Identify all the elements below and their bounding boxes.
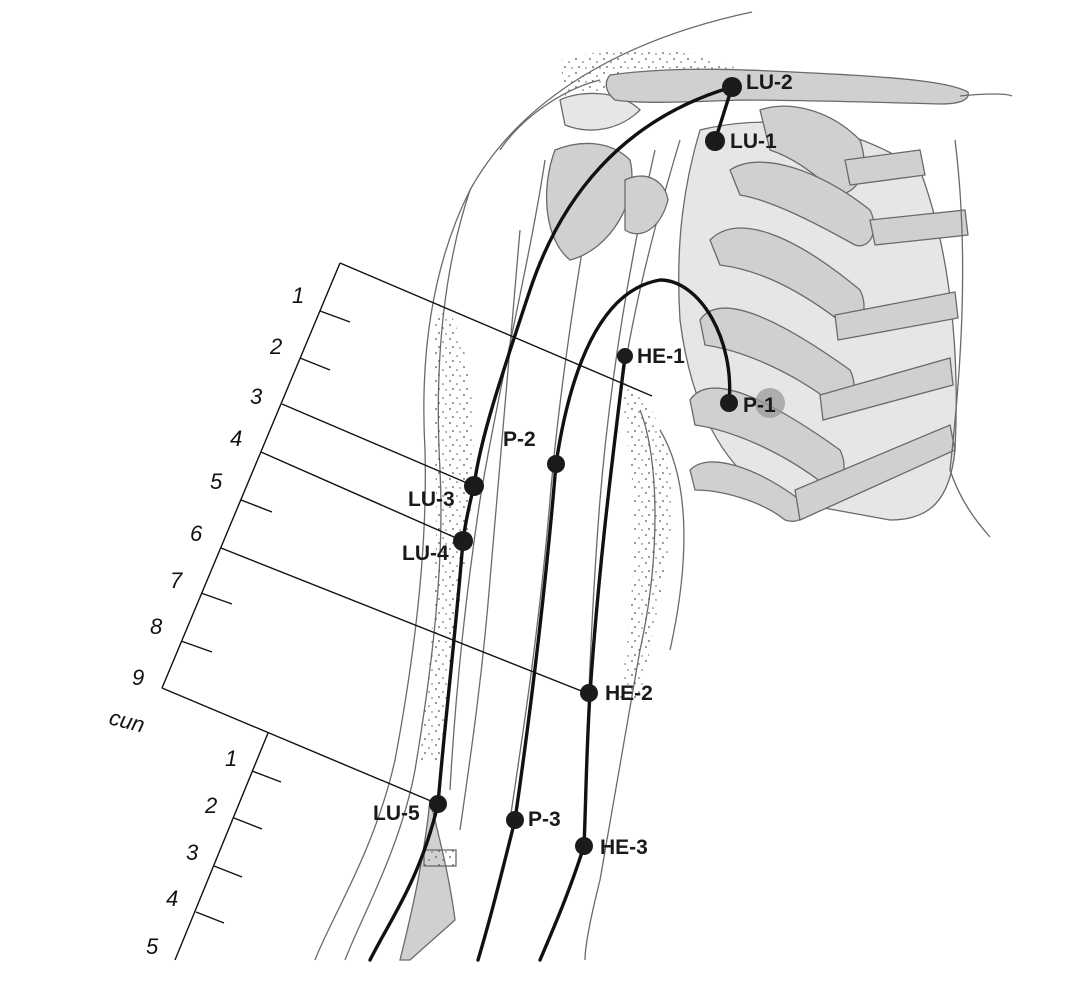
scapula-process xyxy=(559,92,641,131)
upper-scale-tick-7 xyxy=(200,592,233,605)
lower-scale-num-5: 5 xyxy=(146,934,159,959)
stipple-upperarm xyxy=(420,300,474,760)
upper-scale xyxy=(161,262,653,805)
lower-scale-tick-2 xyxy=(233,817,263,830)
label-p2: P-2 xyxy=(503,428,536,451)
clavicle xyxy=(605,68,969,105)
acupoints xyxy=(429,77,742,855)
cartilage-3 xyxy=(819,357,954,421)
point-p3 xyxy=(506,811,524,829)
coracoid xyxy=(624,175,669,235)
upper-scale-guide-3 xyxy=(281,403,475,487)
point-lu2 xyxy=(722,77,742,97)
arm-outline-inner-2 xyxy=(659,429,685,651)
lower-scale-tick-3 xyxy=(213,865,243,878)
upper-scale-bottom-line xyxy=(161,687,439,805)
upper-scale-tick-8 xyxy=(180,640,213,653)
upper-scale-num-7: 7 xyxy=(170,568,183,593)
torso-right-edge xyxy=(949,139,991,538)
shoulder-curve xyxy=(499,79,601,151)
stipple-inner xyxy=(620,380,673,700)
point-lu3 xyxy=(464,476,484,496)
label-he1: HE-1 xyxy=(637,345,685,368)
upper-scale-num-4: 4 xyxy=(230,426,242,451)
point-p1 xyxy=(720,394,738,412)
muscle-line-1 xyxy=(449,159,546,791)
arm-outline-outer xyxy=(314,11,753,961)
lower-scale-num-4: 4 xyxy=(166,886,178,911)
upper-scale-num-1: 1 xyxy=(292,283,304,308)
point-p2 xyxy=(547,455,565,473)
label-lu2: LU-2 xyxy=(746,71,793,94)
point-lu1 xyxy=(705,131,725,151)
upper-scale-guide-6 xyxy=(220,547,590,695)
upper-scale-unit: cun xyxy=(107,705,147,738)
label-p1: P-1 xyxy=(743,394,776,417)
cartilage-5 xyxy=(844,149,926,186)
upper-scale-guide-4 xyxy=(260,451,464,542)
upper-scale-num-8: 8 xyxy=(150,614,163,639)
humerus-head xyxy=(546,142,633,261)
point-he2 xyxy=(580,684,598,702)
upper-scale-tick-2 xyxy=(299,357,331,371)
muscle-line-5 xyxy=(459,229,521,831)
rib-2 xyxy=(729,161,875,247)
anatomy xyxy=(314,11,1013,961)
point-he3 xyxy=(575,837,593,855)
label-lu1: LU-1 xyxy=(730,130,777,153)
forearm-bone-joint xyxy=(423,849,457,867)
lung-meridian xyxy=(368,85,734,962)
cartilage-4 xyxy=(794,424,956,521)
label-p3: P-3 xyxy=(528,808,561,831)
upper-scale-top-line xyxy=(339,262,653,397)
label-he2: HE-2 xyxy=(605,682,653,705)
torso-outline xyxy=(959,93,1013,97)
cartilage-2 xyxy=(834,291,959,341)
upper-scale-num-6: 6 xyxy=(190,521,203,546)
lower-scale-numbers: 1 2 3 4 5 xyxy=(146,746,237,959)
upper-scale-tick-1 xyxy=(319,310,351,323)
cartilage-1 xyxy=(869,209,969,246)
upper-scale-numbers: 1 2 3 4 5 6 7 8 9 cun xyxy=(107,283,304,737)
upper-scale-tick-5 xyxy=(240,499,273,513)
lower-scale-num-2: 2 xyxy=(204,793,217,818)
point-he1 xyxy=(617,348,633,364)
upper-scale-num-2: 2 xyxy=(269,334,282,359)
label-lu4: LU-4 xyxy=(402,542,449,565)
lower-scale-tick-4 xyxy=(195,911,225,924)
point-labels: LU-2 LU-1 HE-1 P-1 P-2 LU-3 LU-4 HE-2 LU… xyxy=(373,71,793,859)
label-he3: HE-3 xyxy=(600,836,648,859)
lower-scale xyxy=(174,732,282,961)
upper-scale-axis xyxy=(161,262,341,689)
lower-scale-num-3: 3 xyxy=(186,840,199,865)
p1-highlight xyxy=(755,388,785,418)
lower-scale-num-1: 1 xyxy=(225,746,237,771)
label-lu5: LU-5 xyxy=(373,802,420,825)
upper-scale-num-3: 3 xyxy=(250,384,263,409)
point-lu4 xyxy=(453,531,473,551)
upper-scale-num-5: 5 xyxy=(210,469,223,494)
point-lu5 xyxy=(429,795,447,813)
label-lu3: LU-3 xyxy=(408,488,455,511)
upper-scale-num-9: 9 xyxy=(132,665,144,690)
heart-meridian xyxy=(538,354,627,962)
lower-scale-tick-1 xyxy=(251,770,282,783)
